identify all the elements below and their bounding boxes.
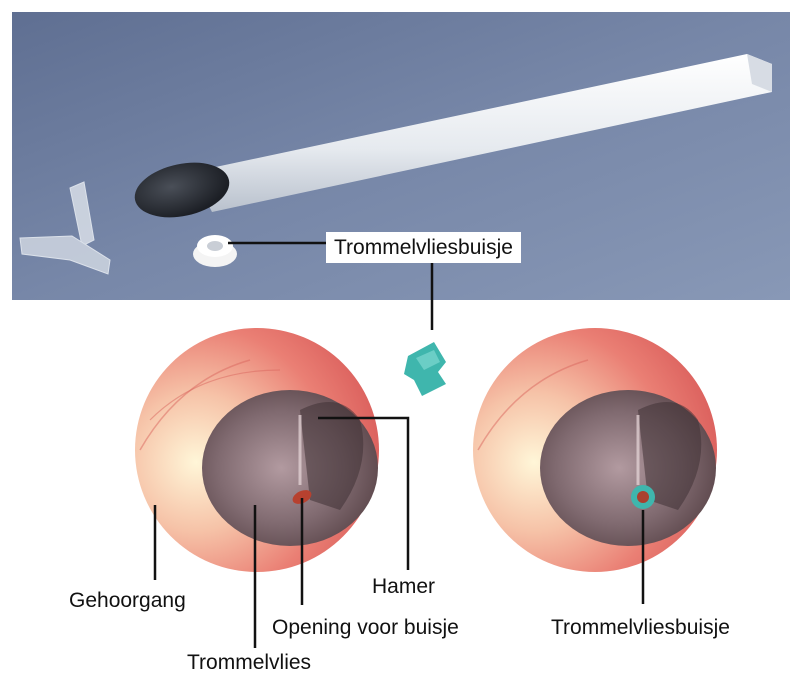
ear-left — [135, 328, 379, 572]
ear-right — [473, 328, 717, 572]
grommet-tube-icon — [193, 235, 237, 267]
ear-illustrations — [135, 328, 717, 572]
t-tube-icon — [19, 181, 111, 275]
leader-hammer — [318, 416, 410, 570]
match-icon — [134, 54, 772, 218]
ear-canal-label: Gehoorgang — [69, 589, 186, 612]
teal-tube-icon — [404, 342, 446, 396]
photo-tube-label: Trommelvliesbuisje — [326, 232, 521, 263]
inserted-tube-label: Trommelvliesbuisje — [551, 616, 730, 639]
opening-label: Opening voor buisje — [272, 616, 459, 639]
eardrum-label: Trommelvlies — [187, 651, 312, 674]
hammer-label: Hamer — [372, 575, 436, 598]
